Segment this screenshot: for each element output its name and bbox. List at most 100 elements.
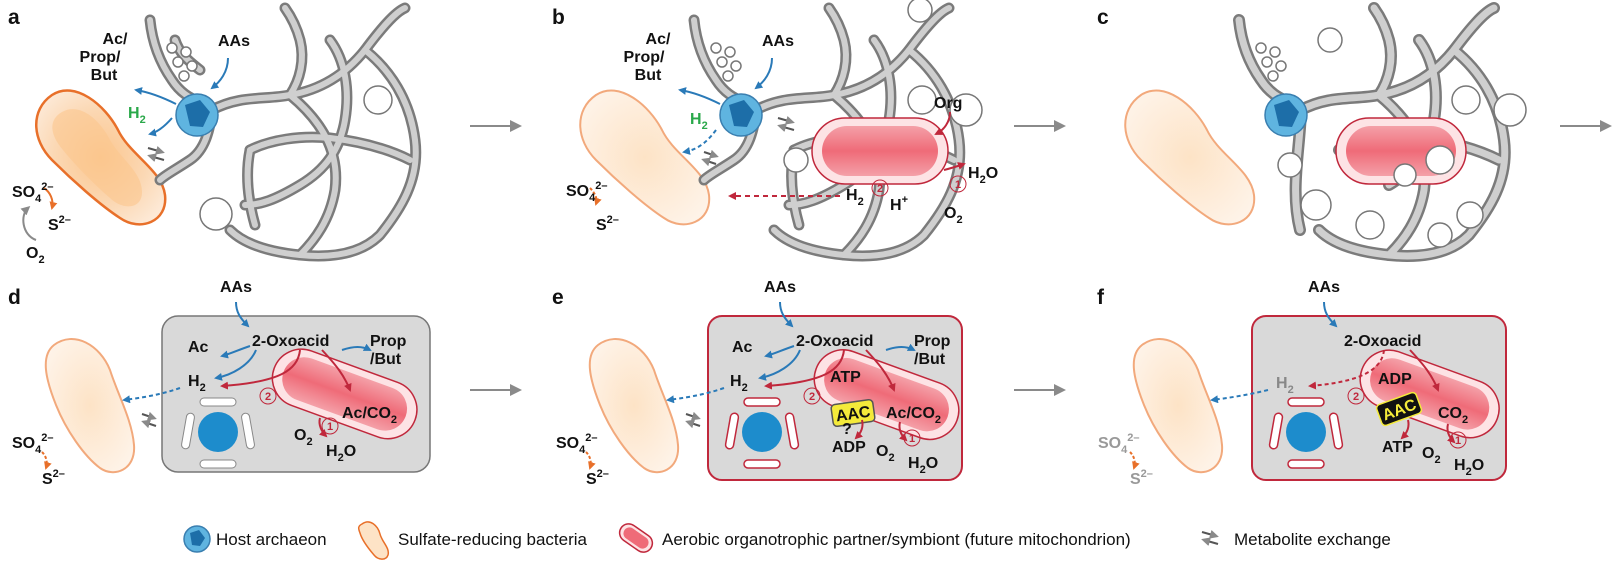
label-hplus: H+ [890, 194, 908, 214]
label-prop: Prop/ [80, 49, 121, 66]
panel-label-e: e [552, 286, 564, 309]
legend-sulfate-reducing-bacteria: Sulfate-reducing bacteria [398, 530, 588, 549]
label-h2: H2 [128, 105, 146, 126]
label-o2: O2 [26, 245, 45, 266]
legend-host-archaeon: Host archaeon [216, 530, 327, 549]
aerobic-symbiont [271, 348, 418, 440]
label-prop: Prop [370, 333, 407, 350]
panel-label-c: c [1097, 6, 1109, 29]
label-aas: AAs [220, 279, 252, 296]
label-s2: S2– [42, 468, 65, 488]
panel-f: AAC 2 1 AAs 2-Oxoacid H2 ADP CO2 ATP O2 … [1098, 279, 1507, 488]
label-aas: AAs [218, 33, 250, 50]
aerobic-symbiont [1359, 349, 1500, 439]
panel-c [1124, 2, 1527, 262]
aerobic-symbiont [813, 349, 960, 441]
label-ac-co2: Ac/CO2 [886, 405, 941, 426]
label-h2o: H2O [326, 443, 356, 464]
aerobic-symbiont [811, 117, 949, 185]
panel-label-d: d [8, 286, 21, 309]
label-but: But [91, 67, 118, 84]
panel-label-a: a [8, 6, 20, 29]
host-archaeon [175, 93, 219, 137]
sulfate-reducing-bacterium [44, 338, 136, 474]
label-but: /But [914, 351, 946, 368]
step-2-marker: 2 [877, 183, 883, 195]
label-ac: Ac/ [103, 31, 128, 48]
label-h2o: H2O [968, 165, 998, 186]
panel-d: 2 1 AAs 2-Oxoacid Ac Prop /But H2 Ac/CO2… [12, 279, 431, 488]
label-adp: ADP [832, 439, 866, 456]
label-so4: SO42– [556, 432, 598, 456]
vesicles [166, 42, 393, 231]
legend-aerobe-icon [618, 523, 654, 553]
label-h2o: H2O [908, 455, 938, 476]
label-adp: ADP [1378, 371, 1412, 388]
label-s2: S2– [1130, 468, 1153, 488]
label-s2: S2– [48, 214, 71, 234]
label-s2: S2– [596, 214, 619, 234]
legend-aerobic-symbiont: Aerobic organotrophic partner/symbiont (… [662, 530, 1131, 549]
host-nucleus [1268, 397, 1344, 469]
label-h2o: H2O [1454, 457, 1484, 478]
legend-exchange-icon [1201, 530, 1219, 546]
sulfate-reducing-bacterium [1132, 338, 1224, 474]
label-oxoacid: 2-Oxoacid [796, 333, 873, 350]
panel-e: AAC 2 1 AAs 2-Oxoacid Ac Prop /But H2 AT… [556, 279, 963, 488]
panel-label-b: b [552, 6, 565, 29]
host-archaeon [719, 93, 763, 137]
panel-b: 2 1 Ac/ Prop/ But AAs H2 Org H2O H2 H+ O… [566, 0, 998, 262]
metabolite-exchange-icon [147, 146, 165, 162]
legend-srb-icon [357, 521, 390, 560]
label-atp: ATP [1382, 439, 1413, 456]
label-aas: AAs [1308, 279, 1340, 296]
legend-metabolite-exchange: Metabolite exchange [1234, 530, 1391, 549]
sulfate-reducing-bacterium [579, 89, 711, 226]
label-aas: AAs [764, 279, 796, 296]
transition-arrows [470, 120, 1612, 396]
step-2-marker: 2 [265, 391, 271, 403]
label-o2: O2 [876, 443, 895, 464]
label-o2: O2 [294, 427, 313, 448]
label-but: But [635, 67, 662, 84]
legend: Host archaeon Sulfate-reducing bacteria … [183, 521, 1391, 560]
label-h2: H2 [690, 111, 708, 132]
label-but: /But [370, 351, 402, 368]
label-so4: SO42– [566, 180, 608, 204]
panel-label-f: f [1097, 286, 1105, 309]
host-nucleus [724, 397, 800, 469]
label-ac: Ac [732, 339, 753, 356]
label-prop: Prop/ [624, 49, 665, 66]
step-1-marker: 1 [327, 421, 333, 433]
panel-a: Ac/ Prop/ But AAs H2 SO42– S2– O2 [12, 2, 422, 266]
label-s2: S2– [586, 468, 609, 488]
label-h2: H2 [846, 187, 864, 208]
label-so4: SO42– [12, 432, 54, 456]
label-aas: AAs [762, 33, 794, 50]
label-so4: SO42– [12, 181, 54, 205]
step-1-marker: 1 [1455, 435, 1461, 447]
label-h2: H2 [188, 373, 206, 394]
label-so4: SO42– [1098, 432, 1140, 456]
label-org: Org [934, 95, 962, 112]
label-prop: Prop [914, 333, 951, 350]
step-1-marker: 1 [955, 179, 961, 191]
label-ac: Ac/ [646, 31, 671, 48]
legend-host-archaeon-icon [183, 525, 211, 553]
sulfate-reducing-bacterium [588, 338, 680, 474]
label-oxoacid: 2-Oxoacid [1344, 333, 1421, 350]
host-archaeon [1264, 93, 1308, 137]
label-o2: O2 [1422, 445, 1441, 466]
step-1-marker: 1 [909, 433, 915, 445]
label-co2: CO2 [1438, 405, 1468, 426]
label-h2: H2 [1276, 375, 1294, 396]
step-2-marker: 2 [1353, 391, 1359, 403]
label-ac-co2: Ac/CO2 [342, 405, 397, 426]
label-question: ? [842, 421, 852, 438]
step-2-marker: 2 [809, 391, 815, 403]
host-nucleus [181, 397, 255, 469]
label-h2: H2 [730, 373, 748, 394]
sulfate-reducing-bacterium [1124, 89, 1256, 226]
aac-transporter: AAC [1375, 391, 1423, 427]
